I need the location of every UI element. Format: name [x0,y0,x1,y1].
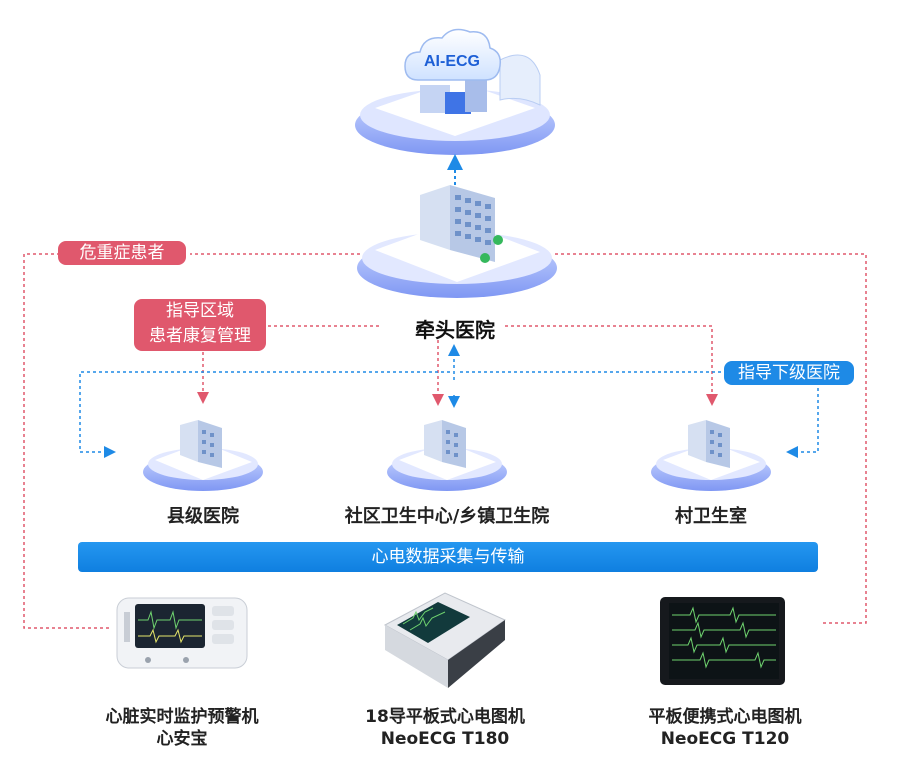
county-hospital-label: 县级医院 [167,506,239,527]
village-clinic-node [651,420,771,491]
ecg-t120-device-image [660,597,785,685]
rehab-guide-line2: 患者康复管理 [149,326,251,346]
village-clinic-label: 村卫生室 [675,506,747,527]
critical-patient-tag: 危重症患者 [58,241,186,265]
lower-hospital-guide-tag: 指导下级医院 [724,361,854,385]
device-label-monitor: 心脏实时监护预警机 心安宝 [72,706,292,750]
device-label-t120: 平板便携式心电图机 NeoECG T120 [610,706,840,750]
community-center-node [387,420,507,491]
ecg-t180-device-image [383,592,507,688]
device-monitor-model: 心安宝 [156,729,208,749]
cloud-icon [404,28,502,81]
rehab-guide-lines [197,325,718,406]
device-monitor-name: 心脏实时监护预警机 [105,707,259,727]
device-t180-model: NeoECG T180 [380,729,510,749]
county-hospital-node [143,420,263,491]
device-t180-name: 18导平板式心电图机 [365,707,525,727]
rehab-guide-tag: 指导区域 患者康复管理 [134,299,266,351]
cloud-label: AI-ECG [424,53,480,70]
hub-hospital-label: 牵头医院 [415,318,495,342]
critical-patient-lines [23,253,867,629]
community-center-label: 社区卫生中心/乡镇卫生院 [344,506,550,527]
lower-hospital-lines [79,344,819,458]
data-transmission-bar: 心电数据采集与传输 [78,542,818,572]
device-t120-model: NeoECG T120 [660,729,790,749]
hospital-building-icon [420,185,503,263]
device-label-t180: 18导平板式心电图机 NeoECG T180 [330,706,560,750]
ai-ecg-platform [355,54,555,155]
monitor-device-image [116,597,248,669]
device-t120-name: 平板便携式心电图机 [648,707,802,727]
rehab-guide-line1: 指导区域 [166,301,234,321]
